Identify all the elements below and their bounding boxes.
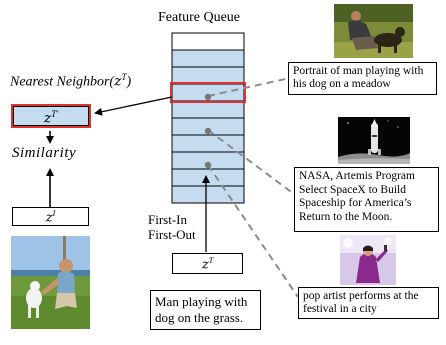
nearest-neighbor-text: Nearest Neighbor( <box>10 74 115 90</box>
caption-box-2: NASA, Artemis Program Select SpaceX to B… <box>294 167 439 232</box>
fifo-label: First-In First-Out <box>148 212 196 242</box>
queue-highlighted-slot <box>170 82 246 103</box>
slot-dot-1 <box>204 93 212 101</box>
zt-prime-sup: T′ <box>51 109 59 119</box>
queue-slot <box>171 185 245 204</box>
query-image-man-with-dog <box>11 236 90 329</box>
query-caption-text: Man playing with dog on the grass. <box>155 294 248 325</box>
retrieved-image-pop-artist <box>340 235 396 285</box>
fifo-line1: First-In <box>148 212 187 227</box>
nearest-neighbor-feature-box: zT′ <box>11 104 91 128</box>
nearest-neighbor-close: ) <box>126 74 132 90</box>
queue-slot <box>171 100 245 119</box>
nn-arrow <box>94 96 173 116</box>
queue-slot <box>171 32 245 51</box>
nearest-neighbor-label: Nearest Neighbor(zT) <box>10 72 131 91</box>
sup-T: T <box>121 72 127 82</box>
zt-prime-z: z <box>43 110 52 127</box>
zi-sup: I <box>52 209 56 218</box>
caption-text-2: NASA, Artemis Program Select SpaceX to B… <box>299 170 415 223</box>
queue-title: Feature Queue <box>158 10 241 25</box>
zt-sup: T <box>208 256 214 265</box>
zt-z: z <box>201 257 209 273</box>
similarity-label: Similarity <box>12 145 77 161</box>
dashed-link-2 <box>207 129 295 195</box>
queue-slot <box>171 168 245 187</box>
retrieved-image-man-and-dog <box>334 4 413 58</box>
fifo-line2: First-Out <box>148 227 196 242</box>
dashed-link-3 <box>207 164 299 298</box>
caption-text-1: Portrait of man playing with his dog on … <box>293 65 424 90</box>
text-feature-box: zT <box>172 253 243 274</box>
slot-dot-3 <box>204 161 212 169</box>
slot-dot-2 <box>204 127 212 135</box>
caption-box-3: pop artist performs at the festival in a… <box>298 287 439 319</box>
zi-z: z <box>45 210 53 226</box>
dashed-link-1 <box>207 77 291 97</box>
retrieved-image-spaceship-moon <box>338 117 410 164</box>
caption-box-1: Portrait of man playing with his dog on … <box>288 62 437 95</box>
image-feature-box: zI <box>12 207 89 226</box>
caption-text-3: pop artist performs at the festival in a… <box>303 290 419 315</box>
feature-queue <box>170 32 246 204</box>
queue-slot <box>171 66 245 85</box>
z-symbol: z <box>114 73 122 90</box>
queue-slot <box>171 49 245 68</box>
queue-slot <box>171 134 245 153</box>
query-caption-box: Man playing with dog on the grass. <box>150 290 261 330</box>
